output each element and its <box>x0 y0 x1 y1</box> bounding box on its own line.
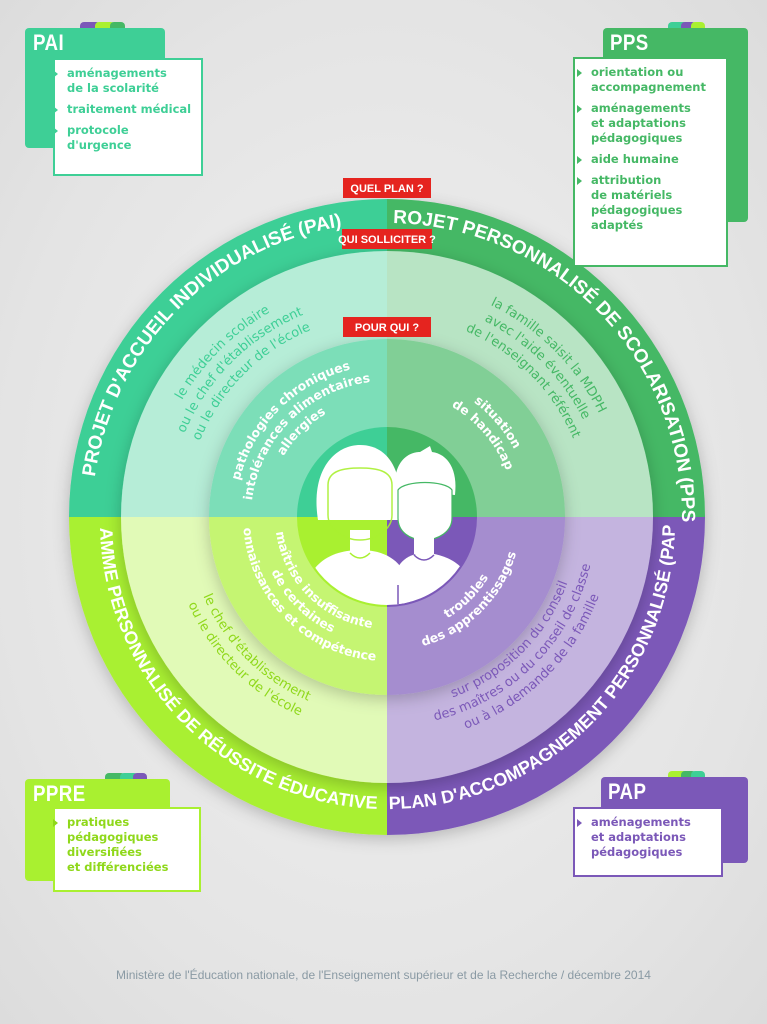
girl-hair <box>316 445 401 520</box>
card-title: PAP <box>608 779 647 804</box>
label-quel-plan: QUEL PLAN ? <box>343 178 431 198</box>
svg-text:QUEL PLAN ?: QUEL PLAN ? <box>350 183 423 195</box>
card-list: orientation ou accompagnement aménagemen… <box>573 57 728 267</box>
card-list: aménagements et adaptations pédagogiques <box>573 807 723 877</box>
label-qui-solliciter: QUI SOLLICITER ? <box>338 229 436 249</box>
label-pour-qui: POUR QUI ? <box>343 317 431 337</box>
card-item: orientation ou accompagnement <box>577 65 718 95</box>
card-item: pratiques pédagogiques diversifiées et d… <box>53 815 191 875</box>
card-list: aménagements de la scolarité traitement … <box>53 58 203 176</box>
card-title: PPRE <box>33 781 86 806</box>
card-list: pratiques pédagogiques diversifiées et d… <box>53 807 201 892</box>
svg-text:POUR QUI ?: POUR QUI ? <box>355 322 419 334</box>
card-item: protocole d'urgence <box>53 123 193 153</box>
card-title: PAI <box>33 30 65 55</box>
card-item: aide humaine <box>577 152 718 167</box>
card-item: aménagements de la scolarité <box>53 66 193 96</box>
card-item: aménagements et adaptations pédagogiques <box>577 101 718 146</box>
card-item: aménagements et adaptations pédagogiques <box>577 815 713 860</box>
card-item: attribution de matériels pédagogiques ad… <box>577 173 718 233</box>
svg-text:QUI SOLLICITER ?: QUI SOLLICITER ? <box>338 234 436 246</box>
boy-hair <box>394 446 456 495</box>
footer-credit: Ministère de l'Éducation nationale, de l… <box>116 968 651 982</box>
card-title: PPS <box>610 30 649 55</box>
card-item: traitement médical <box>53 102 192 116</box>
